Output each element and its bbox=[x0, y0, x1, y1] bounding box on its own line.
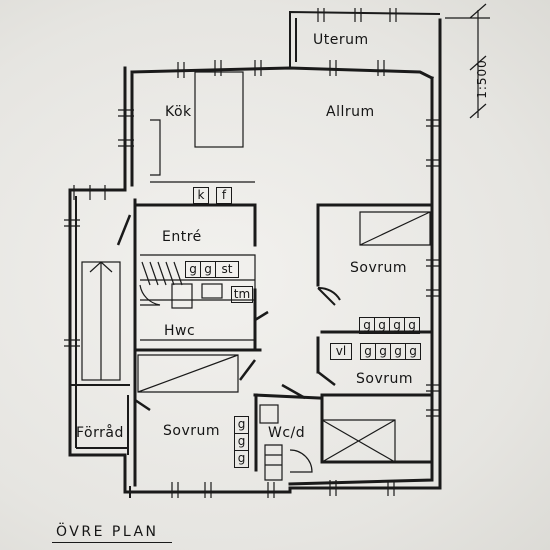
kitchen-fixtures: k f bbox=[193, 187, 232, 204]
fixture-g: g bbox=[404, 317, 420, 334]
entre-tm-fixture: tm bbox=[231, 286, 253, 303]
title-underline bbox=[52, 542, 172, 544]
fixture-st: st bbox=[215, 261, 239, 278]
closet-column: g g g bbox=[234, 416, 249, 468]
room-label-kok: Kök bbox=[165, 104, 192, 120]
fixture-g: g bbox=[234, 416, 249, 434]
fixture-tm: tm bbox=[231, 286, 253, 303]
room-label-hwc: Hwc bbox=[164, 323, 196, 339]
fixture-g: g bbox=[200, 261, 216, 278]
room-label-sovrum-3: Sovrum bbox=[163, 423, 221, 439]
outer-walls bbox=[68, 10, 442, 498]
room-label-uterum: Uterum bbox=[313, 32, 369, 48]
fixture-g: g bbox=[185, 261, 201, 278]
room-label-sovrum-2: Sovrum bbox=[356, 371, 414, 387]
entre-storage-fixtures: g g st bbox=[185, 261, 239, 278]
fixture-g: g bbox=[234, 433, 249, 451]
scale-label: 1:500 bbox=[474, 59, 489, 99]
fixture-g: g bbox=[374, 317, 390, 334]
window-marks bbox=[64, 8, 440, 498]
fixture-g: g bbox=[389, 317, 405, 334]
fixture-k: k bbox=[193, 187, 209, 204]
room-label-allrum: Allrum bbox=[326, 104, 375, 120]
room-label-sovrum-1: Sovrum bbox=[350, 260, 408, 276]
closet-row-1: g g g g bbox=[359, 317, 420, 334]
fixture-g: g bbox=[405, 343, 421, 360]
fixture-f: f bbox=[216, 187, 232, 204]
fixture-g: g bbox=[375, 343, 391, 360]
room-label-wcd: Wc/d bbox=[268, 425, 306, 441]
fixture-g: g bbox=[360, 343, 376, 360]
dimension-marker bbox=[445, 3, 490, 119]
room-label-entre: Entré bbox=[162, 229, 202, 245]
stair-and-fittings bbox=[81, 71, 431, 481]
fixture-g: g bbox=[390, 343, 406, 360]
fixture-vl: vl bbox=[330, 343, 352, 360]
room-label-forrad: Förråd bbox=[76, 425, 124, 441]
fixture-g: g bbox=[359, 317, 375, 334]
closet-row-2: vl g g g g bbox=[330, 343, 421, 360]
door-swings bbox=[116, 214, 341, 473]
plan-title: ÖVRE PLAN bbox=[56, 524, 159, 540]
fixture-g: g bbox=[234, 450, 249, 468]
